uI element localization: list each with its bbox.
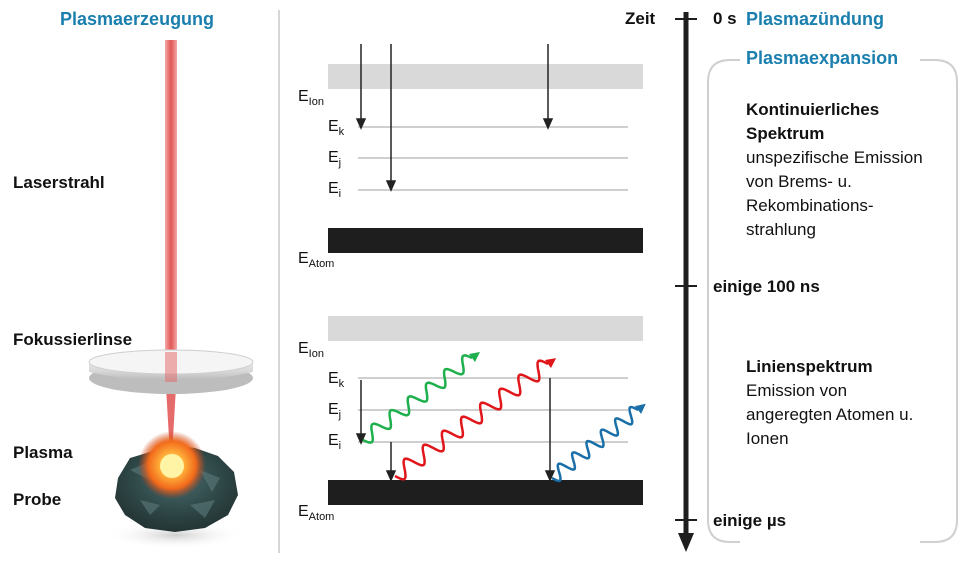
plasma-ignition-label: Plasmazündung [746,9,885,29]
continuum-body: unspezifische Emission von Brems- u. Rek… [746,148,923,239]
green-emission-wave [362,354,473,444]
plasma-expansion-label: Plasmaexpansion [746,48,899,68]
label-e-j-bottom: Ej [328,401,342,422]
ion-band-bottom [328,316,643,341]
continuum-title: Kontinuierliches Spektrum [746,100,880,143]
expansion-bracket [707,59,958,543]
laser-beam-label: Laserstrahl [13,173,105,192]
label-e-atom-bottom: EAtom [298,503,335,524]
line-spectrum-body: Emission von angeregten Atomen u. Ionen [746,381,914,448]
sample-label: Probe [13,490,62,509]
panel-divider [278,10,280,553]
blue-wave-arrowhead [634,403,646,414]
line-spectrum-title: Linienspektrum [746,357,873,376]
time-axis [675,12,697,552]
ion-band-top [328,64,643,89]
label-e-ion-bottom: EIon [298,340,324,361]
energy-diagram-continuum [328,44,643,253]
label-e-k-bottom: Ek [328,370,345,391]
continuum-description: Kontinuierliches Spektrum unspezifische … [746,98,936,242]
focusing-lens [88,349,254,394]
time-100ns-label: einige 100 ns [713,277,820,296]
atom-band-bottom [328,480,643,505]
green-wave-arrowhead [469,352,480,362]
plasma-generation-title: Plasmaerzeugung [60,9,215,29]
line-spectrum-description: Linienspektrum Emission von angeregten A… [746,355,936,451]
time-us-label: einige µs [713,511,787,530]
red-emission-wave [394,359,549,481]
time-axis-label: Zeit [625,9,656,28]
label-e-i-top: Ei [328,180,342,201]
plasma-label: Plasma [13,443,73,462]
blue-emission-wave [551,405,639,483]
atom-band-top [328,228,643,253]
plasma-glow [138,431,206,499]
label-e-j-top: Ej [328,149,342,170]
label-e-k-top: Ek [328,118,345,139]
focusing-lens-label: Fokussierlinse [13,330,133,349]
label-e-ion-top: EIon [298,88,324,109]
label-e-i-bottom: Ei [328,432,342,453]
label-e-atom-top: EAtom [298,250,335,271]
time-0s-label: 0 s [713,9,737,28]
red-wave-arrowhead [545,358,557,368]
energy-diagram-lines [328,316,646,505]
